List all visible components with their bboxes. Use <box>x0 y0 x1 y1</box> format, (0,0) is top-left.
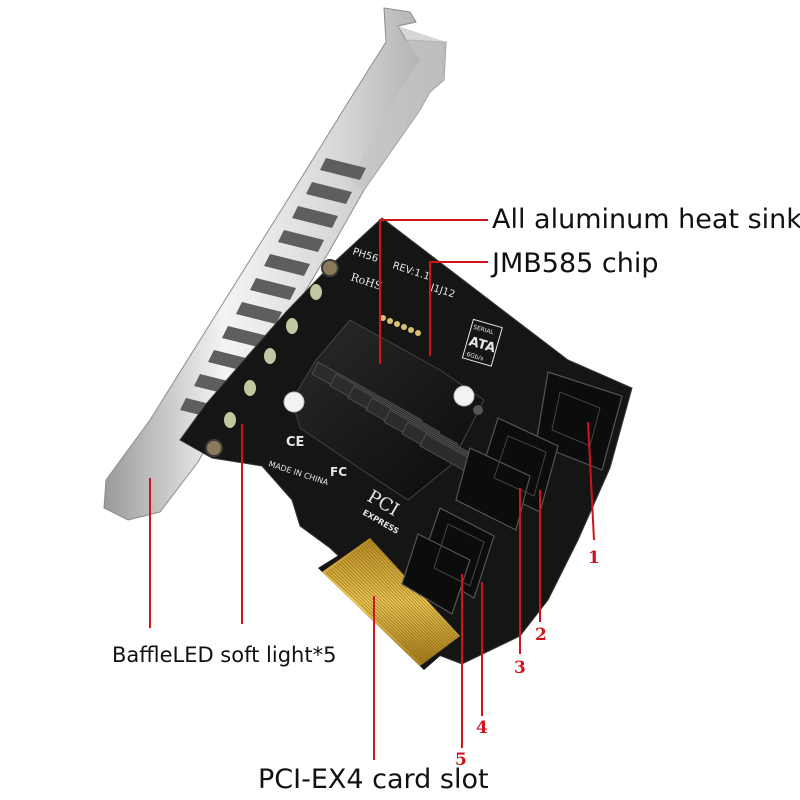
gold-finger-contact <box>327 570 427 664</box>
gold-finger-contact <box>363 544 456 641</box>
gold-finger-contact <box>352 551 447 648</box>
screw-bottom <box>205 439 223 457</box>
gold-finger-contact <box>336 564 433 658</box>
callout-heat-sink <box>379 219 488 364</box>
ce-mark: CE <box>286 435 304 450</box>
sata-ports <box>401 371 623 615</box>
gold-finger-contact <box>342 559 439 654</box>
label-chip: JMB585 chip <box>492 248 659 279</box>
gold-finger-contact <box>340 560 437 656</box>
gold-finger-contact <box>348 554 444 650</box>
gold-finger-contact <box>354 550 449 646</box>
sata-logo-bottom: 6Gb/s <box>466 351 485 363</box>
gold-finger-contact <box>331 567 430 661</box>
gold-finger-contact <box>346 556 442 652</box>
gold-finger-contact <box>329 568 428 662</box>
led-lights <box>224 284 322 428</box>
gold-finger-contact <box>365 542 457 640</box>
callout-lines <box>149 219 595 760</box>
port-number-5: 5 <box>455 750 467 770</box>
sata-port-3 <box>455 447 531 531</box>
port-number-1: 1 <box>588 548 600 568</box>
gold-finger-contact <box>338 562 435 657</box>
gold-finger-contact <box>361 545 454 642</box>
sata-logo-mid: ATA <box>467 334 497 356</box>
label-baffle-led: BaffleLED soft light*5 <box>112 643 337 667</box>
callout-port-1 <box>587 421 595 541</box>
screw-top <box>321 259 339 277</box>
port-number-4: 4 <box>476 718 488 738</box>
gold-finger-contact <box>357 548 451 645</box>
gold-finger-contact <box>359 547 452 644</box>
callout-chip <box>429 261 488 356</box>
sata-port-5 <box>401 533 471 615</box>
pin-header <box>380 315 421 336</box>
gold-finger-contact <box>334 565 432 660</box>
port-number-2: 2 <box>535 625 547 645</box>
label-card-slot: PCI-EX4 card slot <box>258 764 489 795</box>
gold-finger-contact <box>344 557 440 653</box>
fcc-mark: FC <box>330 465 347 479</box>
label-heat-sink: All aluminum heat sink <box>492 204 800 235</box>
gold-finger-contact <box>350 553 445 649</box>
port-number-3: 3 <box>514 658 526 678</box>
